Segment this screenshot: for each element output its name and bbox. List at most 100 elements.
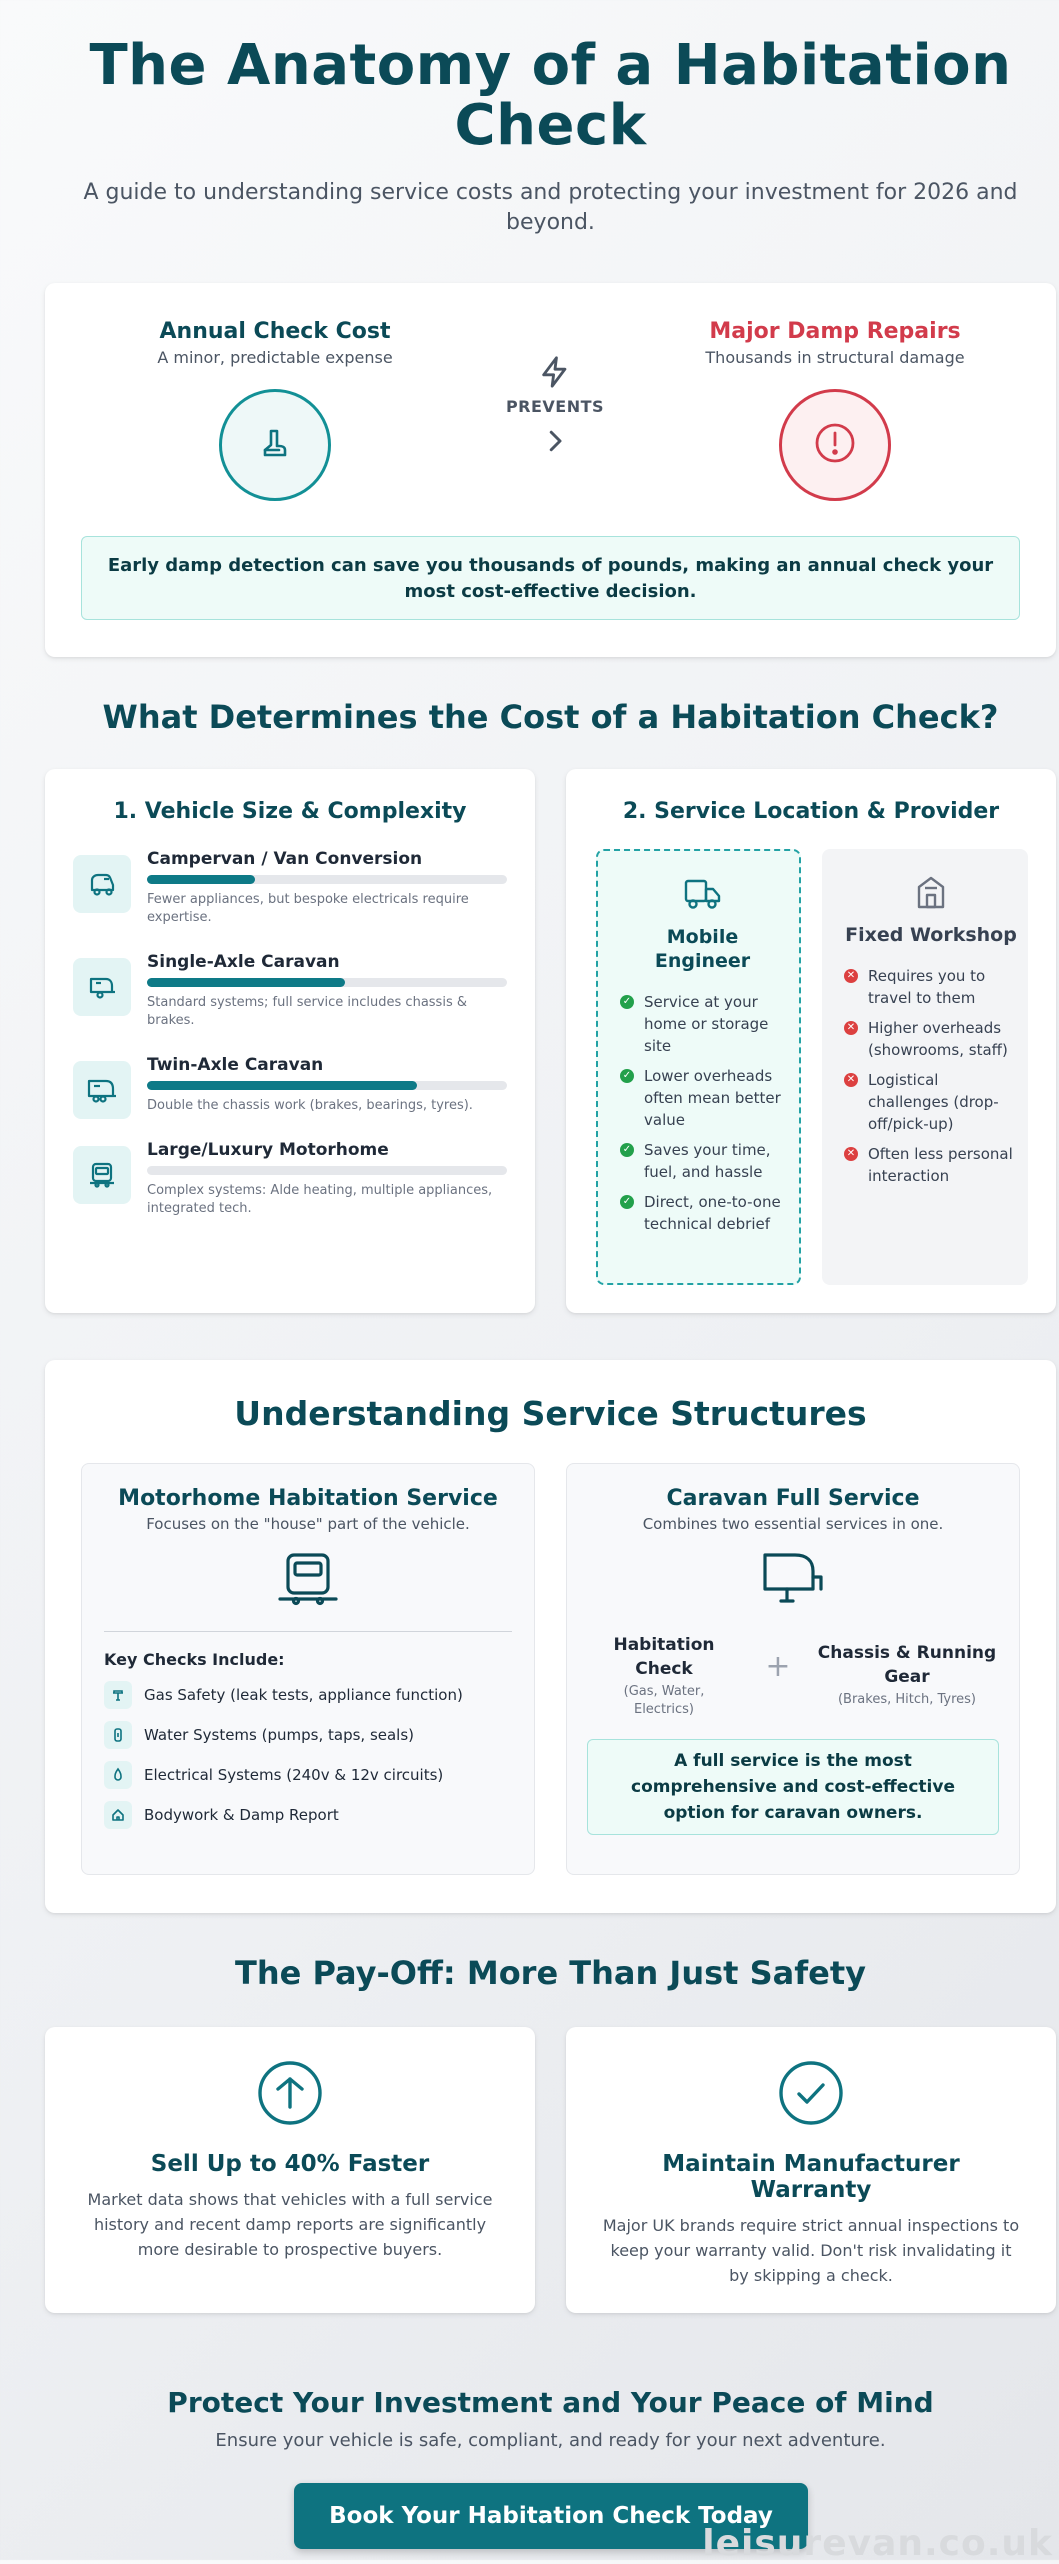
annual-check-ring: [219, 389, 331, 501]
vehicle-row: Twin-Axle Caravan Double the chassis wor…: [73, 1055, 507, 1135]
vehicle-desc: Standard systems; full service includes …: [147, 995, 467, 1028]
boot-icon: [255, 423, 295, 467]
habitation-check-title: Habitation Check: [613, 1635, 715, 1679]
complexity-bar: [147, 1166, 507, 1175]
check-icon: ✓: [620, 995, 634, 1009]
cross-icon: ✕: [844, 969, 858, 983]
site-watermark: leisurevan.co.uk: [702, 2523, 1053, 2564]
motorhome-icon: [73, 1146, 131, 1204]
check-icon: ✓: [620, 1195, 634, 1209]
payoff-text: Major UK brands require strict annual in…: [602, 2216, 1020, 2285]
cost-section-heading: What Determines the Cost of a Habitation…: [102, 698, 999, 736]
footer-heading: Protect Your Investment and Your Peace o…: [167, 2386, 934, 2419]
key-check-item: Water Systems (pumps, taps, seals): [104, 1721, 512, 1749]
page-title: The Anatomy of a Habitation Check: [89, 33, 1012, 158]
service-structures-heading: Understanding Service Structures: [234, 1394, 867, 1433]
page: The Anatomy of a Habitation Check A guid…: [45, 0, 1056, 2451]
page-subtitle: A guide to understanding service costs a…: [83, 180, 1018, 235]
water-icon: [104, 1721, 132, 1749]
check-icon: ✓: [620, 1069, 634, 1083]
chevron-right-icon: [540, 430, 570, 462]
chassis-title: Chassis & Running Gear: [817, 1643, 997, 1687]
motorhome-service-sub: Focuses on the "house" part of the vehic…: [146, 1515, 470, 1533]
cross-icon: ✕: [844, 1021, 858, 1035]
service-location-title: 2. Service Location & Provider: [622, 799, 1000, 824]
fixed-workshop-title: Fixed Workshop: [845, 924, 1017, 946]
house-icon: [104, 1801, 132, 1829]
payoff-heading: The Pay-Off: More Than Just Safety: [234, 1954, 867, 1992]
vehicle-desc: Double the chassis work (brakes, bearing…: [147, 1098, 473, 1113]
complexity-bar: [147, 875, 507, 884]
vehicle-name: Twin-Axle Caravan: [147, 1055, 324, 1075]
plus-icon: +: [765, 1649, 791, 1684]
twin-axle-caravan-icon: [73, 1061, 131, 1119]
annual-check-sub: A minor, predictable expense: [157, 348, 393, 367]
van-icon: [620, 875, 785, 917]
fixed-workshop-panel: Fixed Workshop ✕Requires you to travel t…: [822, 849, 1028, 1285]
caravan-icon: [589, 1549, 997, 1615]
annual-check-title: Annual Check Cost: [159, 319, 391, 344]
damp-savings-callout: Early damp detection can save you thousa…: [81, 536, 1020, 620]
vehicle-row: Single-Axle Caravan Standard systems; fu…: [73, 952, 507, 1032]
payoff-title: Sell Up to 40% Faster: [150, 2151, 430, 2177]
vehicle-row: Large/Luxury Motorhome Complex systems: …: [73, 1140, 507, 1220]
check-icon: ✓: [620, 1143, 634, 1157]
payoff-title: Maintain Manufacturer Warranty: [662, 2151, 960, 2203]
key-checks-label: Key Checks Include:: [104, 1650, 285, 1669]
workshop-drawback: ✕Often less personal interaction: [844, 1143, 1018, 1187]
cross-icon: ✕: [844, 1147, 858, 1161]
vehicle-desc: Fewer appliances, but bespoke electrical…: [147, 892, 469, 925]
habitation-check-sub: (Gas, Water, Electrics): [623, 1684, 705, 1717]
mobile-benefit: ✓Saves your time, fuel, and hassle: [620, 1139, 785, 1183]
vehicle-name: Large/Luxury Motorhome: [147, 1140, 389, 1160]
caravan-icon: [73, 958, 131, 1016]
vehicle-size-card: 1. Vehicle Size & Complexity Campervan /…: [45, 769, 535, 1313]
caravan-service-panel: Caravan Full Service Combines two essent…: [566, 1463, 1020, 1875]
caravan-service-sub: Combines two essential services in one.: [642, 1515, 944, 1533]
damp-repairs-sub: Thousands in structural damage: [705, 348, 965, 367]
workshop-drawback: ✕Logistical challenges (drop-off/pick-up…: [844, 1069, 1018, 1135]
check-circle-icon: [600, 2059, 1022, 2131]
book-check-button[interactable]: Book Your Habitation Check Today: [294, 2483, 808, 2549]
payoff-card: Sell Up to 40% Faster Market data shows …: [45, 2027, 535, 2313]
payoff-text: Market data shows that vehicles with a f…: [87, 2190, 493, 2259]
complexity-bar-fill: [147, 1081, 417, 1090]
vehicle-name: Campervan / Van Conversion: [147, 849, 423, 869]
service-location-card: 2. Service Location & Provider Mobile En…: [566, 769, 1056, 1313]
chassis-sub: (Brakes, Hitch, Tyres): [837, 1692, 977, 1707]
building-icon: [844, 873, 1018, 915]
workshop-drawback: ✕Higher overheads (showrooms, staff): [844, 1017, 1018, 1061]
electrical-icon: [104, 1761, 132, 1789]
motorhome-service-panel: Motorhome Habitation Service Focuses on …: [81, 1463, 535, 1875]
divider: [104, 1631, 512, 1632]
cost-comparison-card: Annual Check Cost A minor, predictable e…: [45, 283, 1056, 657]
complexity-bar: [147, 1081, 507, 1090]
mobile-engineer-panel: Mobile Engineer ✓Service at your home or…: [596, 849, 801, 1285]
service-structures-card: Understanding Service Structures Motorho…: [45, 1360, 1056, 1913]
vehicle-desc: Complex systems: Alde heating, multiple …: [147, 1183, 493, 1216]
motorhome-icon: [104, 1549, 512, 1615]
vehicle-row: Campervan / Van Conversion Fewer applian…: [73, 849, 507, 929]
complexity-bar-fill: [147, 875, 255, 884]
payoff-card: Maintain Manufacturer Warranty Major UK …: [566, 2027, 1056, 2313]
damp-repairs-title: Major Damp Repairs: [709, 319, 961, 344]
full-service-callout: A full service is the most comprehensive…: [587, 1739, 999, 1835]
mobile-benefit: ✓Service at your home or storage site: [620, 991, 785, 1057]
footer-sub: Ensure your vehicle is safe, compliant, …: [215, 2430, 886, 2451]
key-check-item: Gas Safety (leak tests, appliance functi…: [104, 1681, 512, 1709]
damp-repairs-ring: [779, 389, 891, 501]
caravan-service-title: Caravan Full Service: [666, 1486, 920, 1511]
mobile-benefit: ✓Lower overheads often mean better value: [620, 1065, 785, 1131]
campervan-icon: [73, 855, 131, 913]
workshop-drawback: ✕Requires you to travel to them: [844, 965, 1018, 1009]
arrow-up-circle-icon: [79, 2059, 501, 2131]
vehicle-name: Single-Axle Caravan: [147, 952, 340, 972]
prevents-label: PREVENTS: [505, 397, 605, 416]
complexity-bar: [147, 978, 507, 987]
mobile-benefit: ✓Direct, one-to-one technical debrief: [620, 1191, 785, 1235]
vehicle-size-title: 1. Vehicle Size & Complexity: [113, 799, 467, 824]
lightning-icon: [538, 356, 572, 393]
mobile-engineer-title: Mobile Engineer: [654, 926, 751, 972]
motorhome-service-title: Motorhome Habitation Service: [118, 1486, 498, 1511]
warning-icon: [813, 421, 857, 469]
